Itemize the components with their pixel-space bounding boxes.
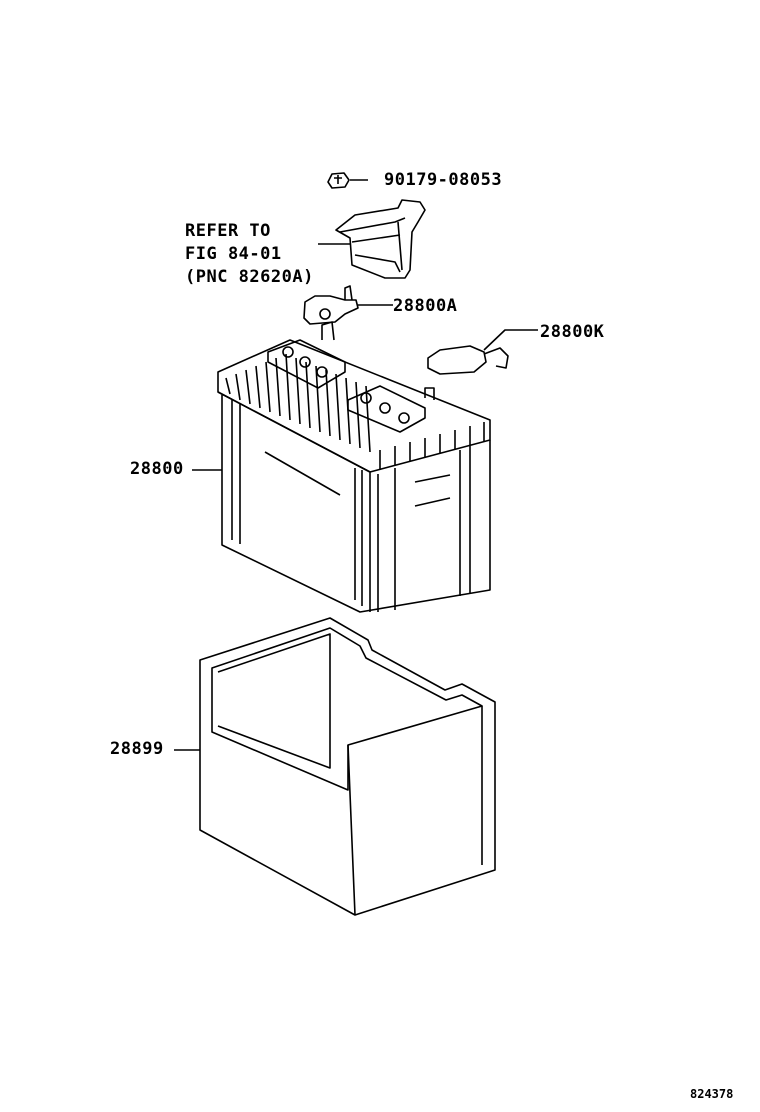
- label-tray: 28899: [110, 739, 164, 759]
- bracket-part: [318, 199, 426, 279]
- label-cover: 28800K: [540, 322, 605, 342]
- battery-tray-part: [174, 617, 496, 916]
- label-battery: 28800: [130, 459, 184, 479]
- label-refer-line3: (PNC 82620A): [185, 267, 314, 287]
- label-clamp: 28800A: [393, 296, 458, 316]
- label-nut: 90179-08053: [384, 170, 503, 190]
- nut-part: [327, 172, 368, 189]
- label-refer-line2: FIG 84-01: [185, 244, 282, 264]
- clamp-part: [303, 285, 393, 325]
- terminal-cover-part: [427, 329, 538, 375]
- figure-code: 824378: [690, 1087, 734, 1101]
- label-refer-line1: REFER TO: [185, 221, 271, 241]
- battery-part: [192, 321, 491, 613]
